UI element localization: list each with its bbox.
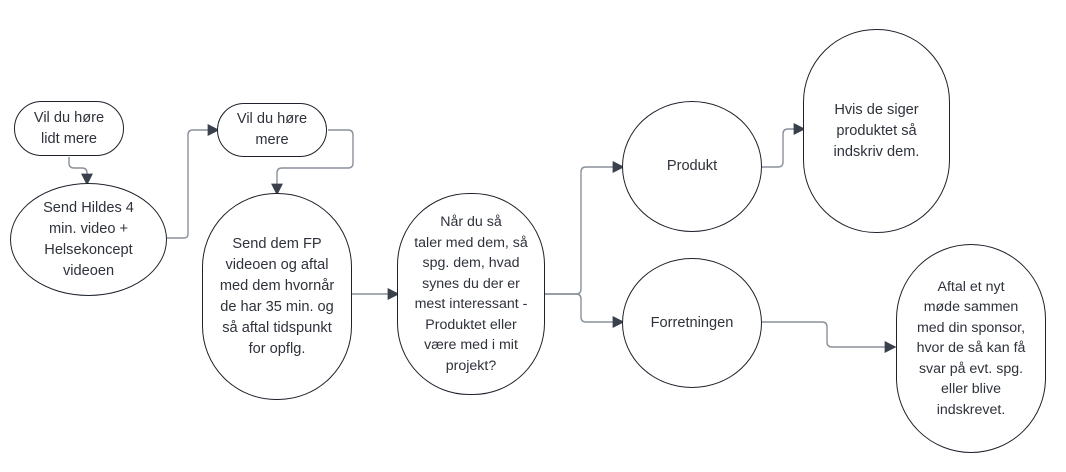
node-vil-du-hore-mere[interactable]: Vil du høre mere [217,103,327,157]
edge-lidt-mere-to-send-hildes [68,157,93,186]
node-send-hildes-video[interactable]: Send Hildes 4 min. video + Helsekoncept … [10,183,167,296]
node-forretningen[interactable]: Forretningen [622,258,762,388]
edge-forretningen-to-aftal [762,321,897,353]
edge-sporg-to-produkt [545,161,625,295]
node-produkt[interactable]: Produkt [622,101,762,232]
node-aftal-mode-sponsor[interactable]: Aftal et nyt møde sammen med din sponsor… [896,244,1046,453]
edge-produkt-to-indskriv [762,123,806,168]
node-vil-du-hore-lidt-mere[interactable]: Vil du høre lidt mere [14,101,124,156]
node-indskriv-produkt[interactable]: Hvis de siger produktet så indskriv dem. [803,29,950,233]
node-send-fp-video[interactable]: Send dem FP videoen og aftal med dem hvo… [202,193,352,400]
edge-sporg-to-forretningen [545,293,625,328]
node-sporg-interesse[interactable]: Når du så taler med dem, så spg. dem, hv… [397,193,545,395]
edge-hore-mere-to-send-fp [271,129,354,196]
edge-send-hildes-to-hore-mere [167,124,220,239]
